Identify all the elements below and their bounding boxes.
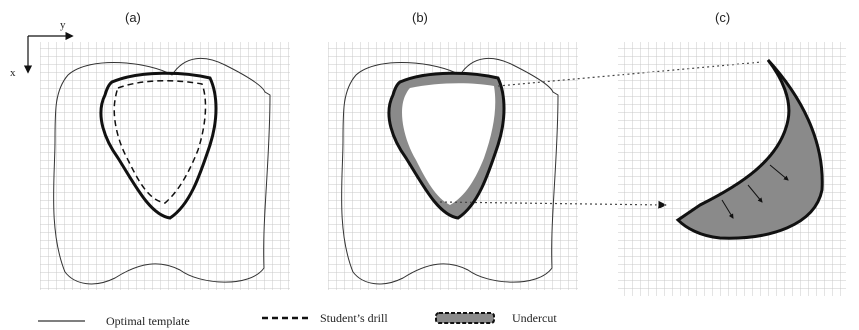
panel-label-b: (b) xyxy=(412,10,428,25)
panel-b xyxy=(328,42,578,290)
student-drill-cavity-b xyxy=(402,83,496,205)
student-drill-outline-a xyxy=(113,80,207,204)
legend-undercut-swatch xyxy=(435,312,495,324)
legend-students-drill-label: Student’s drill xyxy=(320,311,388,325)
student-drill-line-c xyxy=(677,59,791,222)
x-axis-label: x xyxy=(10,67,16,79)
legend-undercut-label: Undercut xyxy=(512,311,557,325)
depth-arrow xyxy=(721,199,734,219)
panel-label-a: (a) xyxy=(125,10,141,25)
panel-label-c: (c) xyxy=(715,10,730,25)
optimal-template-outline-b xyxy=(341,57,559,285)
legend-optimal-template-label: Optimal template xyxy=(106,314,190,328)
grid-background-a xyxy=(40,42,290,290)
undercut-depth-arrows xyxy=(721,164,789,219)
optimal-template-outline-a xyxy=(53,57,271,285)
depth-arrow xyxy=(769,164,789,181)
coordinate-axes: y x xyxy=(10,19,74,79)
optimal-cavity-outline-a xyxy=(99,71,218,220)
panel-c xyxy=(618,42,846,296)
y-axis-label: y xyxy=(60,19,66,31)
undercut-region-c xyxy=(675,58,824,240)
depth-arrow xyxy=(747,184,763,203)
panel-a xyxy=(40,42,290,290)
legend: Optimal template Student’s drill Undercu… xyxy=(38,311,557,328)
